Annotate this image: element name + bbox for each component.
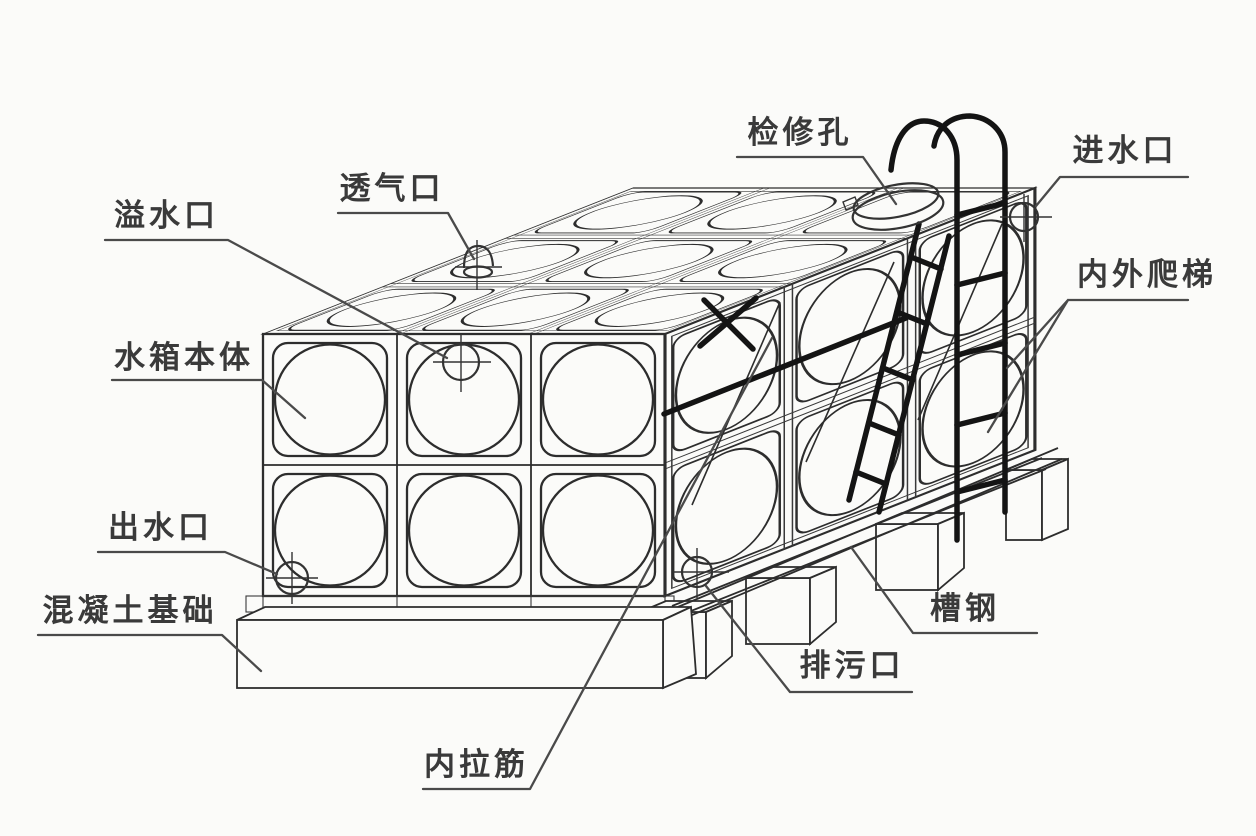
outlet-port-crosshair-icon — [266, 552, 318, 604]
inspection-manhole-icon — [842, 182, 945, 231]
overflow-port-crosshair-icon — [433, 334, 491, 392]
inlet-leader — [1034, 175, 1190, 208]
drain-port-crosshair-icon — [673, 548, 729, 598]
label-outlet-port: 出水口 — [108, 510, 213, 546]
inspection-leader — [735, 155, 898, 206]
tie-rod-braces — [661, 295, 909, 417]
label-inner-outer-ladder: 内外爬梯 — [1077, 257, 1217, 293]
vent-leader — [336, 211, 476, 261]
outlet-leader — [96, 550, 279, 576]
label-inspection-hole: 检修孔 — [747, 115, 853, 151]
external-ladder — [888, 113, 1008, 543]
label-internal-tie-rod: 内拉筋 — [424, 747, 529, 783]
label-leader-lines — [36, 155, 1190, 791]
tank-front-face — [261, 332, 667, 598]
inlet-port-crosshair-icon — [1000, 194, 1052, 242]
ladder-leader — [986, 298, 1190, 434]
overflow-leader — [103, 238, 449, 360]
tie-rod-leader — [421, 336, 774, 791]
label-inlet-port: 进水口 — [1072, 133, 1178, 169]
label-concrete-foundation: 混凝土基础 — [42, 593, 218, 629]
vent-cap-icon — [455, 240, 502, 290]
channel-steel-leader — [849, 545, 1039, 635]
label-channel-steel: 槽钢 — [930, 591, 1000, 627]
foundation-leader — [36, 633, 263, 673]
label-vent-port: 透气口 — [339, 171, 445, 207]
drain-leader — [704, 584, 914, 694]
tank-body-leader — [110, 378, 307, 420]
concrete-foundation-block — [236, 605, 697, 690]
label-drain-port: 排污口 — [799, 648, 905, 684]
internal-ladder — [846, 221, 952, 515]
label-tank-body: 水箱本体 — [114, 340, 254, 376]
label-overflow-port: 溢水口 — [114, 198, 219, 234]
